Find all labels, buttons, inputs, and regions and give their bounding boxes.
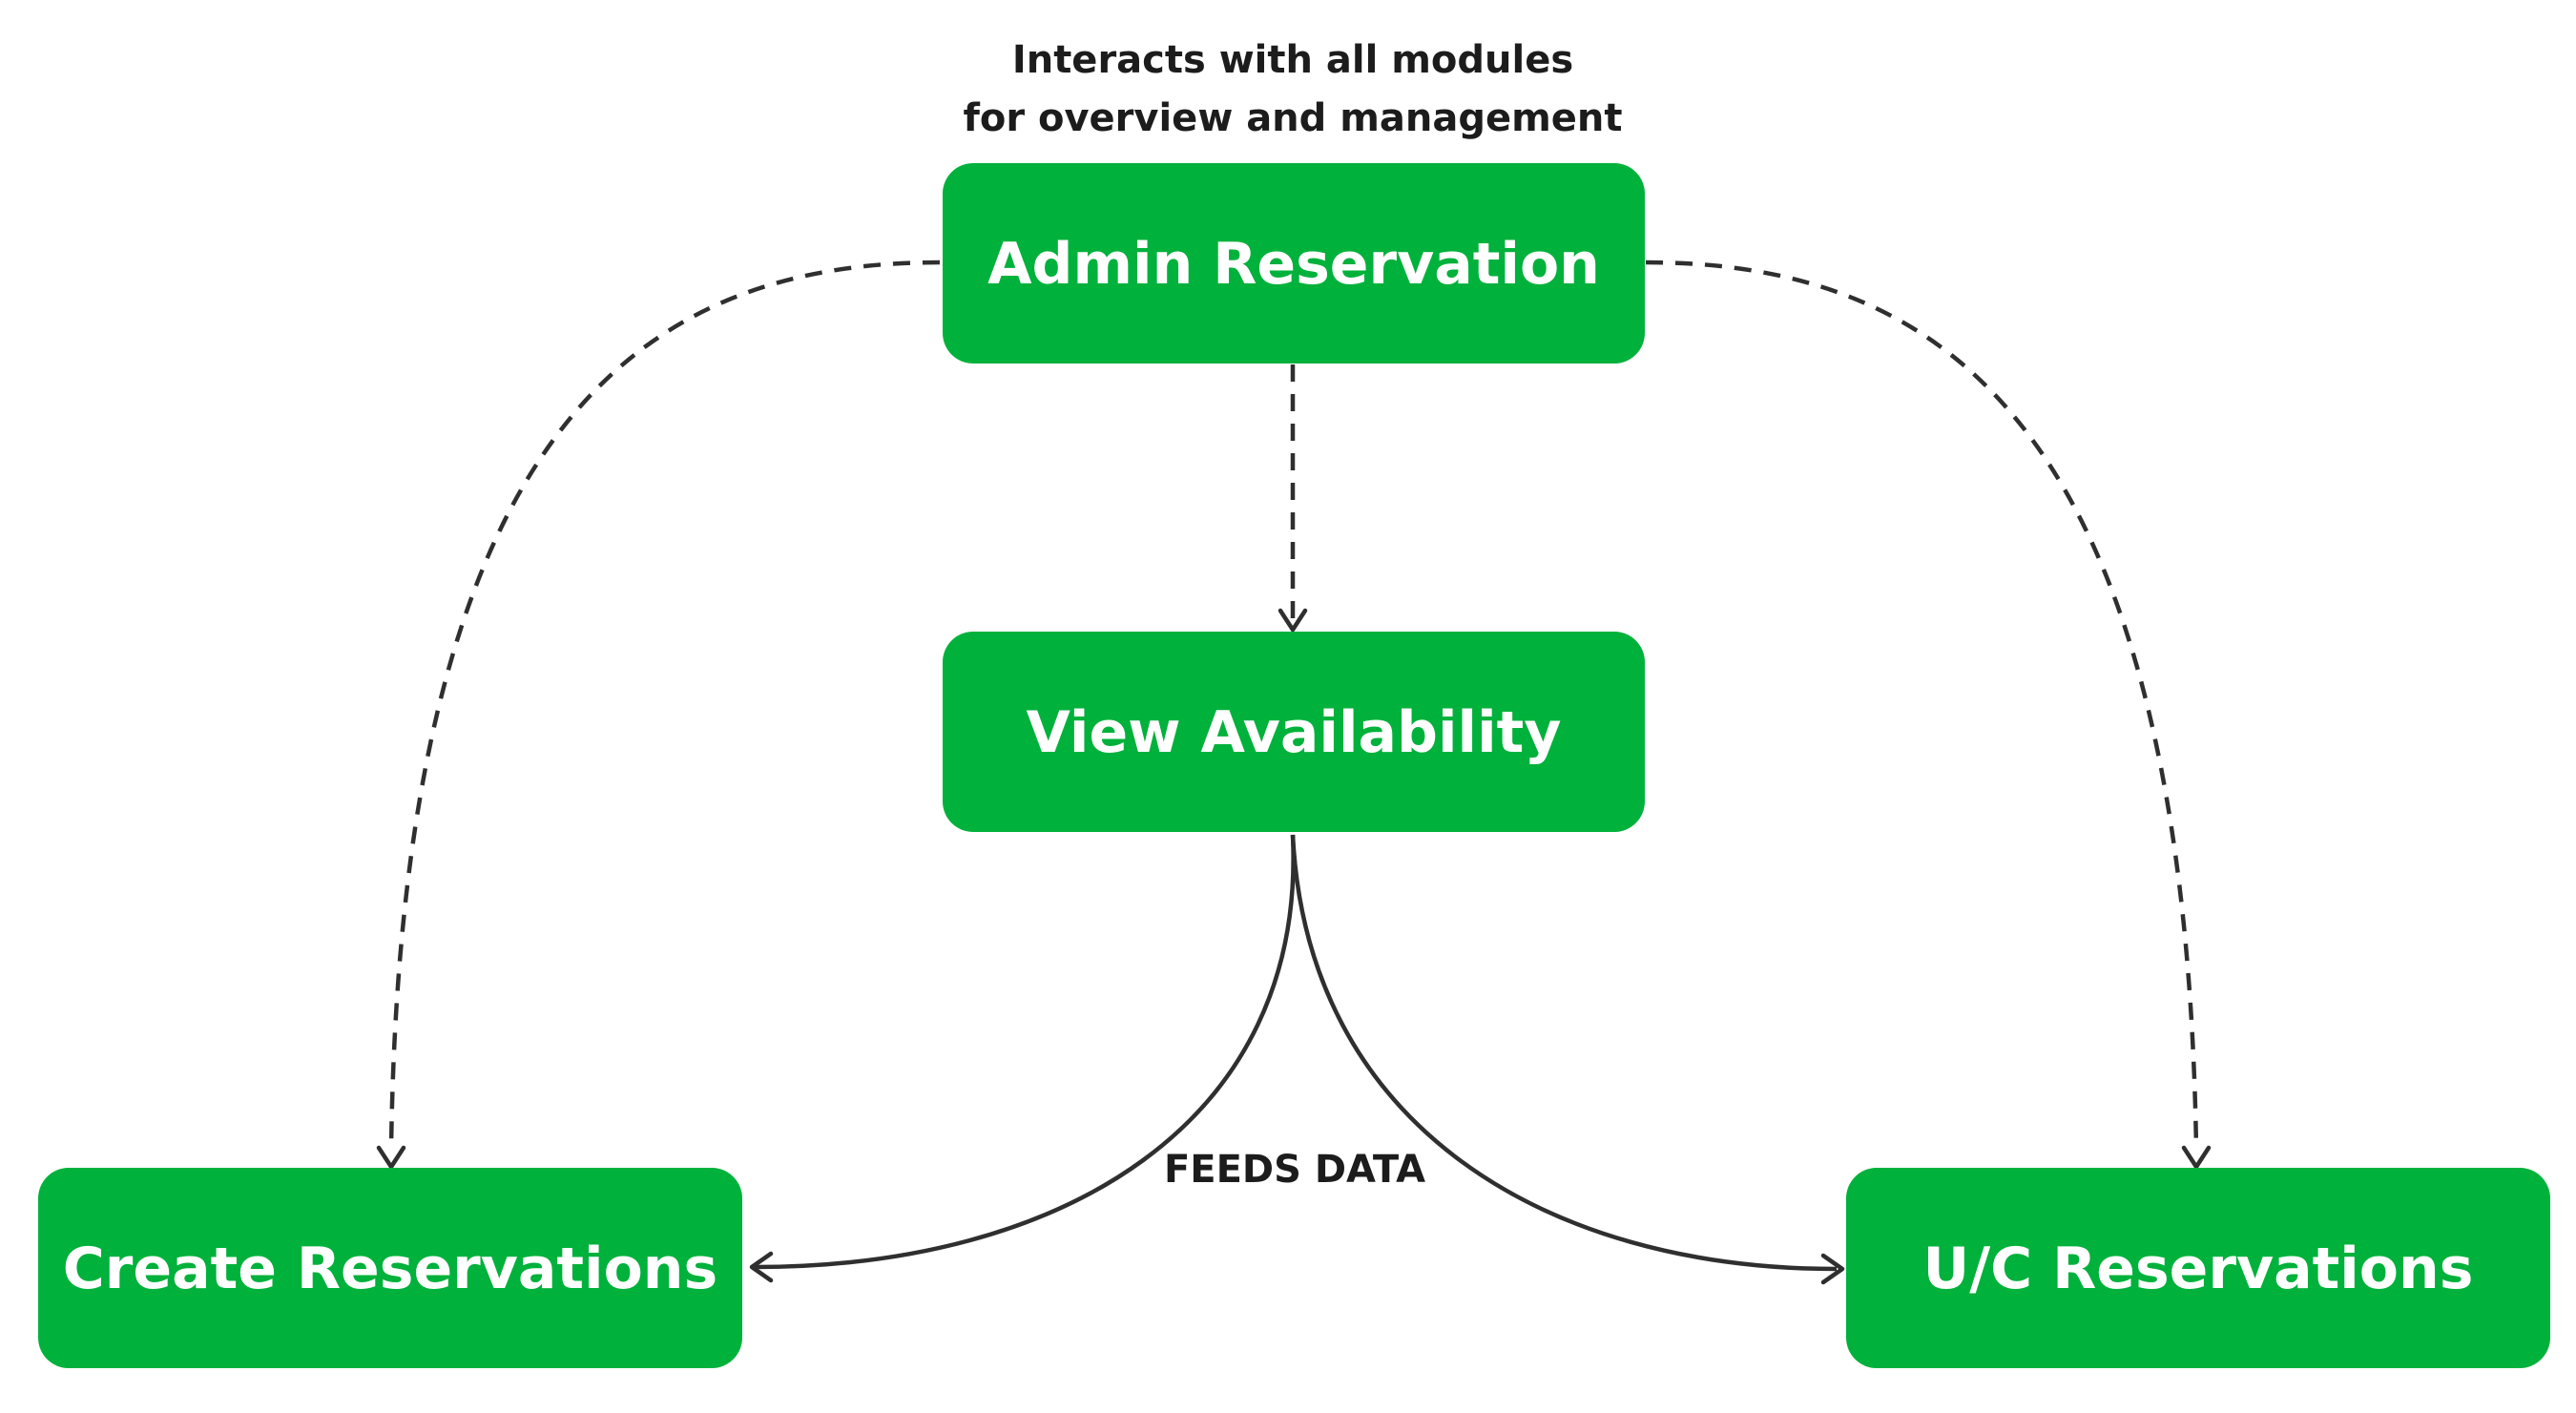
arrowhead-view [1278,608,1308,633]
node-box-create [38,1168,742,1368]
node-box-uc [1846,1168,2550,1368]
node-label-uc: U/C Reservations [1923,1236,2474,1302]
node-box-view [943,632,1645,832]
node-admin-reservation[interactable]: Admin Reservation [943,163,1645,364]
arrowhead-create [376,1145,406,1170]
node-create-reservations[interactable]: Create Reservations [38,1168,742,1368]
edge-admin-to-create [388,260,941,1151]
edge-view-to-uc [1290,834,1838,1272]
node-label-view: View Availability [1027,699,1562,766]
edge-label-feeds-data: FEEDS DATA [1164,1148,1425,1192]
top-annotation-line-1: Interacts with all modules [1012,38,1573,82]
edge-admin-to-uc [1645,260,2199,1151]
arrowhead-uc-solid [1820,1253,1845,1285]
node-label-admin: Admin Reservation [987,231,1600,298]
node-view-availability[interactable]: View Availability [943,632,1645,832]
node-uc-reservations[interactable]: U/C Reservations [1846,1168,2550,1368]
edge-view-to-create [755,834,1296,1270]
node-box-admin [943,163,1645,364]
arrowhead-create-solid [749,1251,774,1283]
node-label-create: Create Reservations [63,1236,717,1302]
arrowhead-uc [2181,1145,2212,1170]
top-annotation-line-2: for overview and management [963,96,1622,140]
